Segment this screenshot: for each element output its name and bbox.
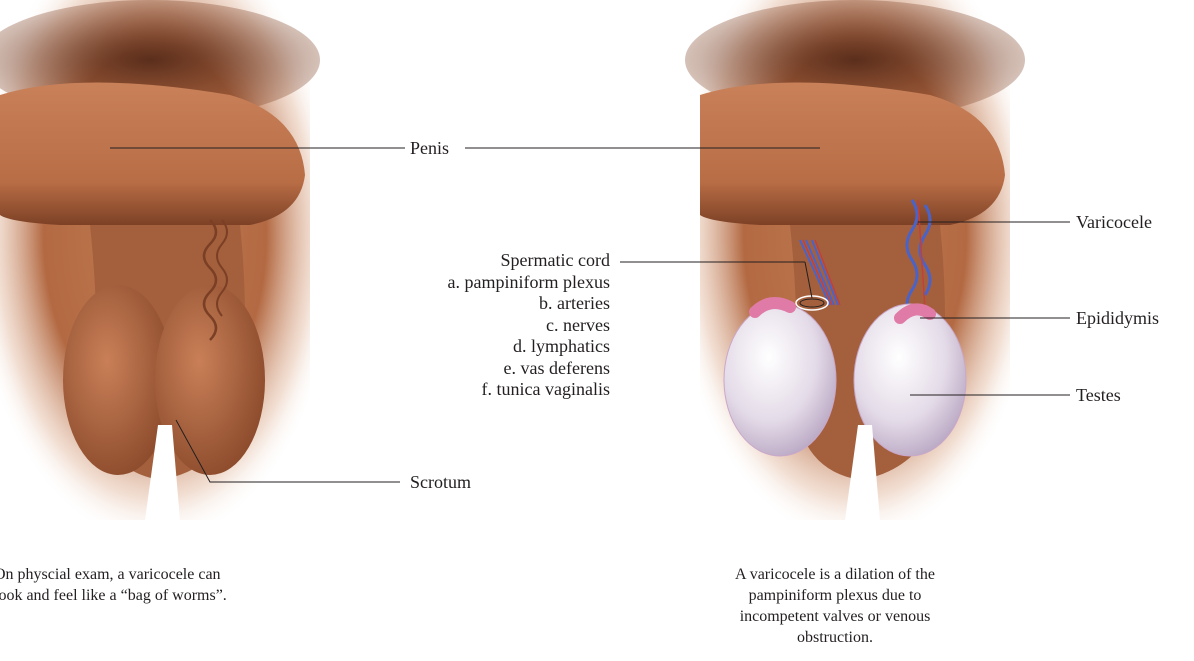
caption-left-line-2: look and feel like a “bag of worms”. [0, 585, 294, 606]
spermatic-cord-label-block: Spermatic cord a. pampiniform plexus b. … [420, 250, 610, 401]
caption-right-line-1: A varicocele is a dilation of the [690, 564, 980, 585]
right-illustration [685, 0, 1025, 520]
label-spermatic-cord: Spermatic cord [420, 250, 610, 272]
left-illustration [0, 0, 320, 520]
label-varicocele: Varicocele [1076, 212, 1152, 233]
caption-left-line-1: On physcial exam, a varicocele can [0, 564, 294, 585]
label-penis: Penis [410, 138, 449, 159]
caption-right: A varicocele is a dilation of the pampin… [690, 564, 980, 648]
caption-left: On physcial exam, a varicocele can look … [0, 564, 294, 606]
caption-right-line-2: pampiniform plexus due to [690, 585, 980, 606]
cord-part-d: d. lymphatics [420, 336, 610, 358]
label-scrotum: Scrotum [410, 472, 471, 493]
cord-part-c: c. nerves [420, 315, 610, 337]
cord-part-b: b. arteries [420, 293, 610, 315]
cord-part-e: e. vas deferens [420, 358, 610, 380]
caption-right-line-3: incompetent valves or venous [690, 606, 980, 627]
cord-part-a: a. pampiniform plexus [420, 272, 610, 294]
cord-part-f: f. tunica vaginalis [420, 379, 610, 401]
label-epididymis: Epididymis [1076, 308, 1159, 329]
testis-left [724, 304, 836, 456]
caption-right-line-4: obstruction. [690, 627, 980, 648]
label-testes: Testes [1076, 385, 1121, 406]
